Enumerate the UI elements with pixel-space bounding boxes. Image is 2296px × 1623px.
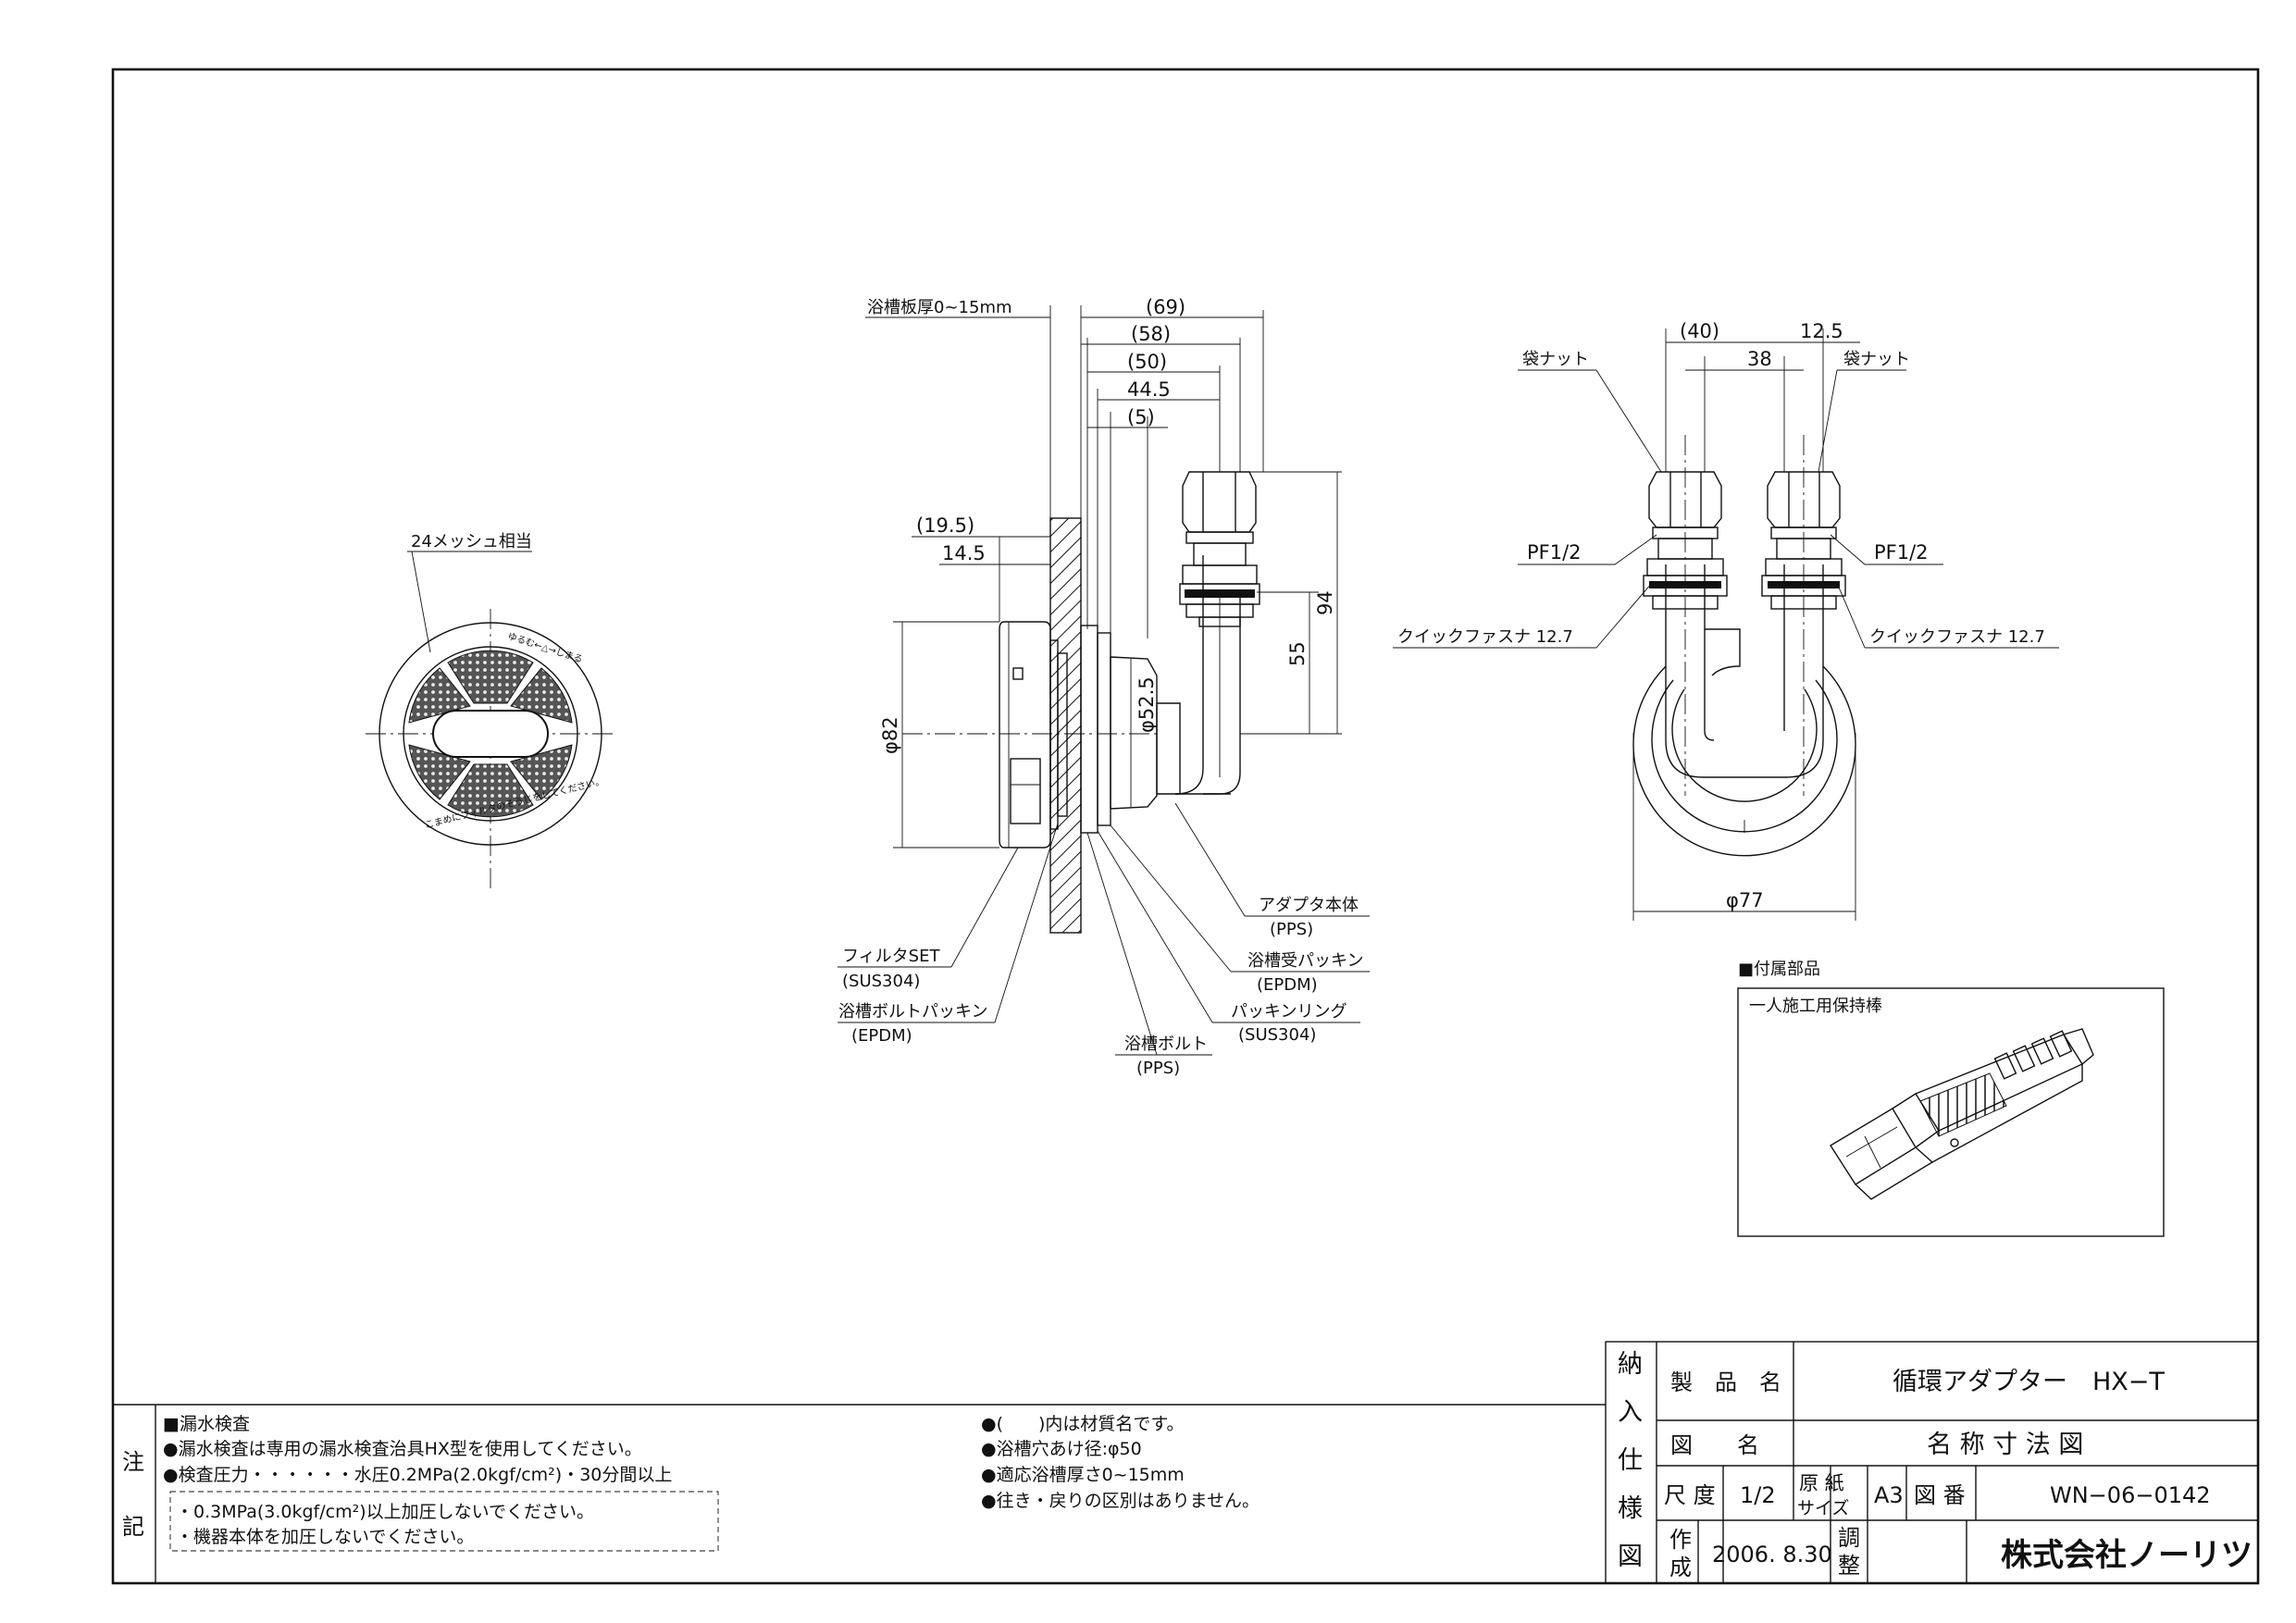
accessories-section: ■付属部品 一人施工用保持棒: [1737, 960, 2165, 1237]
number-value: WN−06−0142: [2050, 1482, 2211, 1508]
company-name: 株式会社ノーリツ: [2001, 1537, 2253, 1574]
paper-label-2: サイズ: [1797, 1498, 1849, 1518]
notes-heading: ■漏水検査: [163, 1414, 250, 1434]
label-cap-nut-right: 袋ナット: [1843, 350, 1910, 369]
notes-right2: ●浴槽穴あけ径:φ50: [981, 1439, 1142, 1459]
drawing-value: 名 称 寸 法 図: [1927, 1431, 2083, 1459]
adj-label-2: 整: [1838, 1553, 1860, 1579]
side-view: (69) (58) (50) 44.5 (5) 浴槽板厚0~15mm (19.5…: [838, 296, 1370, 1078]
title-side-4: 様: [1618, 1494, 1643, 1523]
made-value: 2006. 8.30: [1712, 1542, 1832, 1567]
dim-5: (5): [1127, 406, 1155, 428]
paper-label-1: 原 紙: [1799, 1472, 1844, 1494]
scale-value: 1/2: [1740, 1482, 1776, 1508]
label-cap-nut-left: 袋ナット: [1522, 350, 1589, 369]
dim-40: (40): [1680, 320, 1719, 342]
made-label-2: 成: [1669, 1555, 1692, 1580]
label-tub-packing-mat: (EPDM): [1257, 975, 1318, 995]
product-value: 循環アダプター HX−T: [1893, 1368, 2165, 1396]
label-packing-ring: パッキンリング: [1231, 1002, 1347, 1022]
product-label: 製 品 名: [1670, 1369, 1781, 1395]
dim-50: (50): [1127, 351, 1167, 373]
adj-label-1: 調: [1838, 1525, 1860, 1551]
notes-right1: ●( )内は材質名です。: [981, 1414, 1185, 1434]
label-tub-packing: 浴槽受パッキン: [1247, 951, 1363, 971]
title-side-1: 納: [1618, 1350, 1643, 1379]
title-block: 納 入 仕 様 図 製 品 名 循環アダプター HX−T 図 名 名 称 寸 法…: [1605, 1341, 2259, 1584]
dim-44-5: 44.5: [1127, 378, 1171, 401]
notes-box2: ・機器本体を加圧しないでください。: [176, 1527, 474, 1547]
notes-right3: ●適応浴槽厚さ0~15mm: [981, 1465, 1185, 1485]
dim-52-5: φ52.5: [1136, 676, 1158, 733]
notes-section: 注 記 ■漏水検査 ●漏水検査は専用の漏水検査治具HX型を使用してください。 ●…: [113, 1404, 1606, 1583]
label-adapter-body: アダプタ本体: [1259, 896, 1359, 915]
dim-38: 38: [1747, 348, 1772, 370]
dim-14-5: 14.5: [942, 542, 986, 564]
label-tub-bolt: 浴槽ボルト: [1124, 1035, 1208, 1054]
dim-69: (69): [1146, 296, 1185, 318]
dim-58: (58): [1131, 323, 1171, 345]
notes-line1: ●漏水検査は専用の漏水検査治具HX型を使用してください。: [163, 1439, 642, 1459]
title-side-3: 仕: [1618, 1446, 1643, 1475]
label-adapter-body-mat: (PPS): [1270, 920, 1313, 939]
accessories-item: 一人施工用保持棒: [1749, 997, 1882, 1016]
notes-label-bottom: 記: [122, 1514, 144, 1540]
tub-wall-section: [1049, 517, 1082, 934]
label-tub-bolt-mat: (PPS): [1136, 1059, 1180, 1078]
dim-12-5: 12.5: [1800, 320, 1843, 342]
label-packing-ring-mat: (SUS304): [1238, 1025, 1316, 1045]
scale-label: 尺 度: [1664, 1482, 1716, 1508]
number-label: 図 番: [1914, 1482, 1966, 1508]
label-quick-right: クイックファスナ 12.7: [1869, 627, 2045, 647]
dim-94: 94: [1314, 590, 1336, 615]
notes-line2: ●検査圧力・・・・・・水圧0.2MPa(2.0kgf/cm²)・30分間以上: [163, 1465, 672, 1485]
paper-value: A3: [1874, 1482, 1904, 1508]
mesh-label: 24メッシュ相当: [411, 532, 532, 551]
label-pf-left: PF1/2: [1527, 541, 1582, 564]
dim-77: φ77: [1726, 889, 1764, 911]
label-filter-set-mat: (SUS304): [842, 972, 920, 991]
drawing-label: 図 名: [1670, 1432, 1759, 1458]
dim-19-5: (19.5): [916, 514, 974, 537]
back-view: (40) 12.5 38 φ77 袋ナット 袋ナット PF1/2 PF1/2 ク…: [1393, 320, 2059, 921]
label-filter-set: フィルタSET: [842, 947, 940, 966]
holding-rod-illustration: [1830, 1028, 2094, 1200]
dim-55: 55: [1286, 641, 1309, 666]
notes-box1: ・0.3MPa(3.0kgf/cm²)以上加圧しないでください。: [176, 1502, 594, 1522]
made-label-1: 作: [1669, 1527, 1692, 1553]
notes-right4: ●往き・戻りの区別はありません。: [981, 1491, 1260, 1511]
label-pf-right: PF1/2: [1874, 541, 1929, 564]
notes-label-top: 注: [122, 1449, 144, 1475]
label-bolt-packing-mat: (EPDM): [851, 1026, 912, 1046]
accessories-title: ■付属部品: [1738, 960, 1820, 979]
drawing-frame: [111, 68, 2260, 1585]
title-side-5: 図: [1618, 1542, 1643, 1571]
filter-front-view: ゆるむ←△→しまる こまめにフィルタのそうじをしてください。 24メッシュ相当: [366, 532, 615, 888]
label-bolt-packing: 浴槽ボルトパッキン: [838, 1002, 987, 1022]
dim-82: φ82: [879, 716, 901, 754]
title-side-2: 入: [1618, 1398, 1643, 1427]
plate-thickness-label: 浴槽板厚0~15mm: [867, 298, 1012, 317]
label-quick-left: クイックファスナ 12.7: [1397, 627, 1573, 647]
